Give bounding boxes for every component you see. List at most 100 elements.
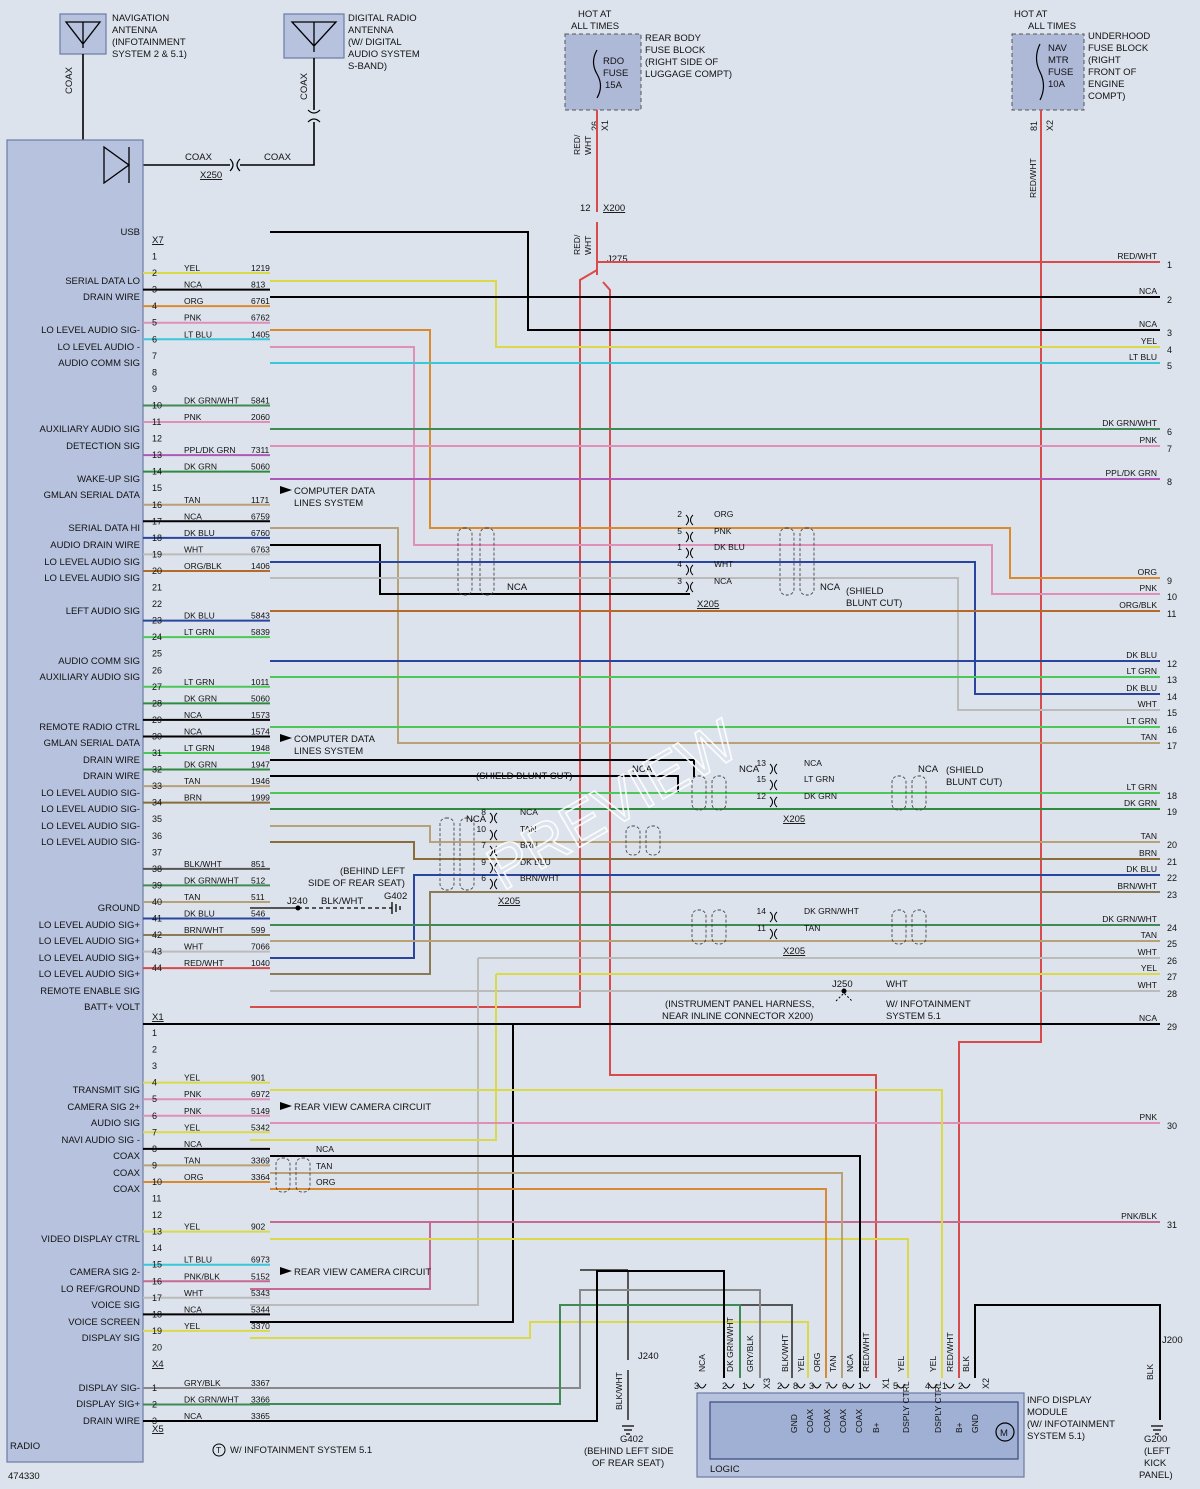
wire-color-label: NCA xyxy=(184,710,202,720)
x205-b-color: NCA xyxy=(804,758,822,768)
radio-fn-label: LO LEVEL AUDIO SIG+ xyxy=(39,969,141,980)
shield-bracket xyxy=(779,527,795,596)
pin-number: 17 xyxy=(152,516,162,526)
wire-color-label: YEL xyxy=(184,263,200,273)
pin-number: 13 xyxy=(152,1227,162,1237)
circuit-number: 1946 xyxy=(251,776,270,786)
module-connector-label: X1 xyxy=(881,1378,891,1389)
x205-c-color: TAN xyxy=(520,824,536,834)
rear-fuse-block-label-3: (RIGHT SIDE OF xyxy=(645,57,718,68)
radio-fn-label: LO LEVEL AUDIO SIG+ xyxy=(39,920,141,931)
module-pin-number: 2 xyxy=(958,1381,963,1391)
x4-connector-label: X4 xyxy=(152,1359,164,1370)
inline-pin-number: 10 xyxy=(477,824,487,834)
wire-color-label: PNK xyxy=(184,1106,202,1116)
right-pin-color: LT BLU xyxy=(1129,352,1157,362)
right-pin-number: 9 xyxy=(1167,576,1172,586)
pin-number: 41 xyxy=(152,914,162,924)
nca-shield-3: NCA xyxy=(632,764,653,775)
under-fuse-block-label-6: COMPT) xyxy=(1088,91,1125,102)
wire-color-label: WHT xyxy=(184,1288,203,1298)
pin-number: 18 xyxy=(152,533,162,543)
wire-color-label: YEL xyxy=(184,1321,200,1331)
circuit-number: 3367 xyxy=(251,1378,270,1388)
module-function-label: COAX xyxy=(838,1409,848,1433)
wire xyxy=(270,775,679,794)
inline-pin-symbol xyxy=(769,928,778,940)
circuit-number: 1219 xyxy=(251,263,270,273)
wire-color-label: ORG xyxy=(184,296,203,306)
right-pin-color: LT GRN xyxy=(1127,782,1157,792)
right-pin-number: 27 xyxy=(1167,972,1177,982)
wire-color-label: DK BLU xyxy=(184,611,215,621)
inline-pin-symbol xyxy=(769,911,778,923)
wire xyxy=(270,577,1160,711)
pin-number: 29 xyxy=(152,715,162,725)
pin-number: 11 xyxy=(152,1194,161,1204)
module-pin-symbol xyxy=(745,1383,755,1389)
module-pin-symbol xyxy=(697,1383,707,1389)
right-pin-color: YEL xyxy=(1141,963,1157,973)
module-x1-color: BLK/WHT xyxy=(780,1334,790,1372)
pin-number: 31 xyxy=(152,748,162,758)
module-pin-number: 1 xyxy=(942,1381,947,1391)
pin-number: 23 xyxy=(152,616,162,626)
pin-number: 3 xyxy=(152,1416,157,1426)
circuit-number: 6762 xyxy=(251,313,270,323)
right-pin-number: 1 xyxy=(1167,260,1172,270)
pin-number: 43 xyxy=(152,947,162,957)
radio-fn-label: LEFT AUDIO SIG xyxy=(66,606,140,617)
inline-pin-symbol xyxy=(489,812,498,824)
module-function-label: B+ xyxy=(954,1422,964,1433)
wire-color-label: TAN xyxy=(184,495,200,505)
shield-bracket xyxy=(711,909,727,945)
pin-number: 9 xyxy=(152,1160,157,1170)
radio-fn-label: BATT+ VOLT xyxy=(84,1002,140,1013)
pin-number: 2 xyxy=(152,1045,157,1055)
pin-number: 12 xyxy=(152,1210,162,1220)
radio-fn-label: CAMERA SIG 2- xyxy=(70,1267,140,1278)
wire-color-label: DK GRN/WHT xyxy=(184,875,239,885)
radio-fn-label: REMOTE RADIO CTRL xyxy=(39,722,140,733)
rear-camera-label-1: REAR VIEW CAMERA CIRCUIT xyxy=(294,1102,431,1113)
circuit-number: 6760 xyxy=(251,528,270,538)
annotations: COMPUTER DATA LINES SYSTEM COMPUTER DATA… xyxy=(212,486,1183,1481)
right-pin-color: ORG xyxy=(1138,567,1157,577)
nav-antenna-label-1: NAVIGATION xyxy=(112,13,169,24)
wire xyxy=(270,759,695,777)
circuit-number: 1405 xyxy=(251,329,270,339)
module-x1-color: RED/WHT xyxy=(861,1332,871,1372)
nav-antenna-label-2: ANTENNA xyxy=(112,25,158,36)
inline-pin-number: 1 xyxy=(677,542,682,552)
x205-b-color: DK GRN xyxy=(804,791,837,801)
digital-radio-antenna: COAX DIGITAL RADIO ANTENNA (W/ DIGITAL A… xyxy=(240,13,420,166)
behind-left-label-2: SIDE OF REAR SEAT) xyxy=(308,878,405,889)
nca-shield-2: NCA xyxy=(820,582,841,593)
wire-color-label: LT BLU xyxy=(184,1255,212,1265)
x205-c-color: BRN xyxy=(520,840,538,850)
shield-bracket xyxy=(457,527,473,596)
right-pin-number: 29 xyxy=(1167,1022,1177,1032)
x7-connector-label: X7 xyxy=(152,235,164,246)
x205-c-color: DK BLU xyxy=(520,857,551,867)
radio-fn-label: CAMERA SIG 2+ xyxy=(67,1102,140,1113)
pin-number: 30 xyxy=(152,731,162,741)
circuit-number: 6761 xyxy=(251,296,270,306)
wire xyxy=(270,1238,909,1378)
x205-a-color: DK BLU xyxy=(714,542,745,552)
info-display-label-2: MODULE xyxy=(1027,1407,1068,1418)
radio-fn-label: DISPLAY SIG+ xyxy=(76,1399,140,1410)
radio-fn-label: USB xyxy=(120,227,140,238)
radio-fn-label: VOICE SCREEN xyxy=(68,1317,140,1328)
under-hot-label-1: HOT AT xyxy=(1014,9,1048,20)
nca-shield-1: NCA xyxy=(507,582,528,593)
wire xyxy=(270,329,1160,579)
rear-fuse-block-label-1: REAR BODY xyxy=(645,33,702,44)
right-pin-color: PNK xyxy=(1140,583,1158,593)
wire xyxy=(596,262,877,1378)
right-pin-number: 16 xyxy=(1167,725,1177,735)
radio-fn-label: SERIAL DATA LO xyxy=(65,276,140,287)
under-fuse-block-label-3: (RIGHT xyxy=(1088,55,1121,66)
radio-fn-label: GMLAN SERIAL DATA xyxy=(44,738,141,749)
